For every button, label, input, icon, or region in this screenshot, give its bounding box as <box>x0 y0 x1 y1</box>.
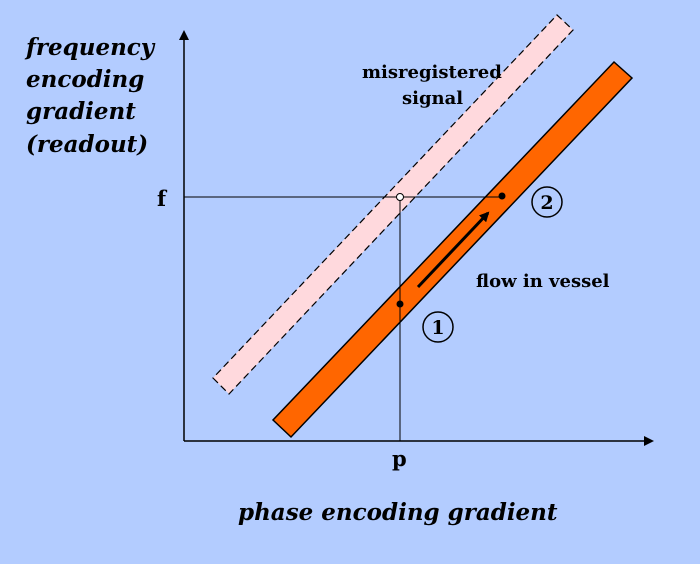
f-tick-label: f <box>157 186 168 211</box>
p-tick-label: p <box>392 446 407 471</box>
flow-arrow <box>416 211 490 289</box>
y-axis-label-3: gradient <box>26 98 136 125</box>
misregistered-point <box>396 193 404 201</box>
y-axis-label-4: (readout) <box>26 131 148 158</box>
point-2-label: 2 <box>540 192 553 214</box>
y-axis-label-1: frequency <box>24 34 156 61</box>
point-2-dot <box>498 192 506 200</box>
point-1-marker: 1 <box>422 311 454 343</box>
x-axis-label: phase encoding gradient <box>238 499 558 526</box>
point-2-marker: 2 <box>531 186 563 218</box>
point-1-label: 1 <box>431 317 444 339</box>
misregistered-label-1: misregistered <box>362 62 502 83</box>
point-1-dot <box>396 300 404 308</box>
misregistered-band <box>212 14 574 395</box>
misregistered-label-2: signal <box>402 88 463 109</box>
y-axis-label-2: encoding <box>26 66 144 93</box>
flow-label: flow in vessel <box>476 271 610 292</box>
